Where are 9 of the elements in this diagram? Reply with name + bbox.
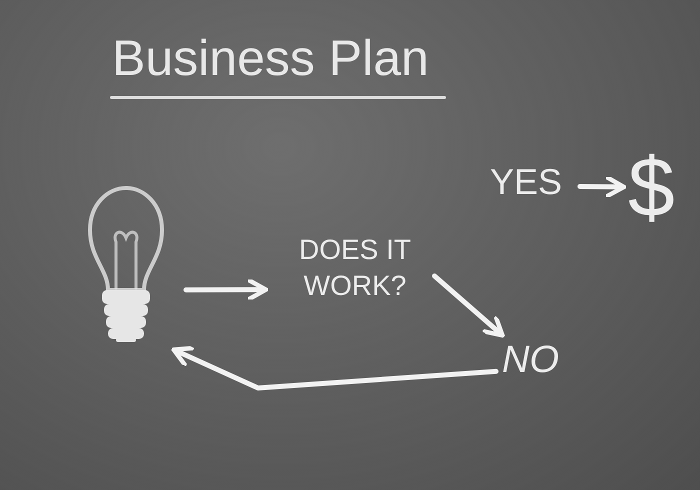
yes-text: YES — [490, 160, 574, 204]
title: Business Plan — [112, 29, 429, 88]
arrow — [432, 273, 505, 338]
arrow — [184, 277, 268, 302]
arrow — [171, 346, 499, 390]
dollar-sign: $ — [628, 140, 692, 234]
no-text: NO — [502, 338, 572, 382]
arrow — [578, 174, 626, 199]
question-text: DOES IT WORK? — [280, 232, 430, 312]
